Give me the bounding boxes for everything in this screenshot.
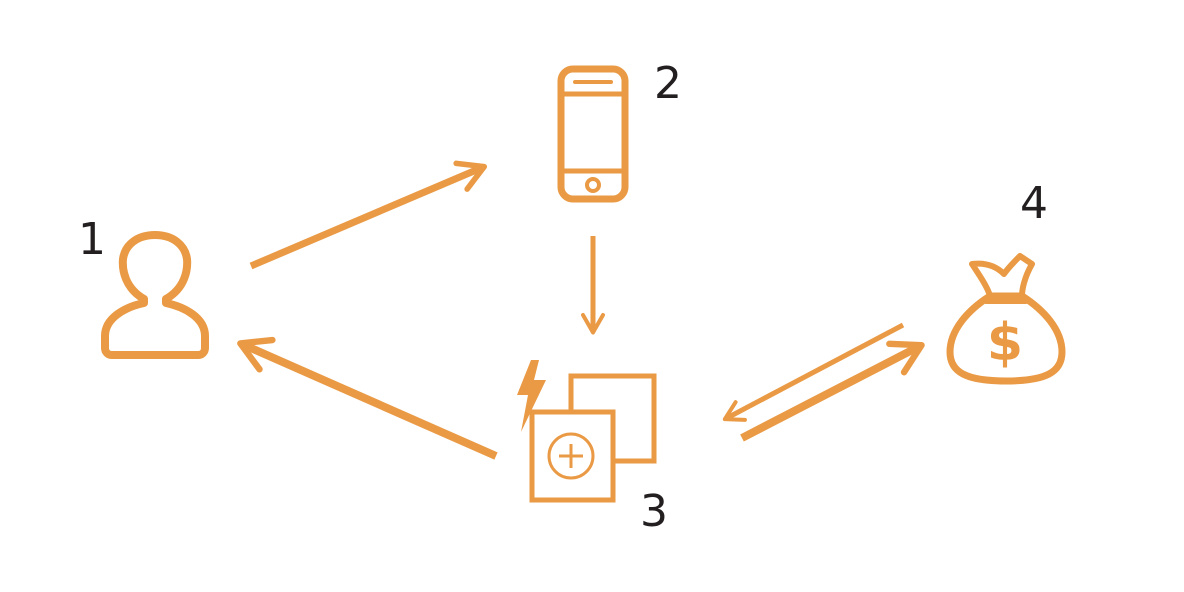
smartphone-icon bbox=[557, 65, 629, 203]
money-bag-icon: $ bbox=[946, 253, 1066, 385]
app-cards-icon bbox=[517, 360, 657, 503]
user-icon bbox=[101, 231, 209, 359]
node-number-1: 1 bbox=[78, 214, 106, 265]
node-app: 3 bbox=[517, 360, 668, 537]
node-phone: 2 bbox=[557, 58, 682, 203]
edges bbox=[237, 160, 925, 460]
arrow-4-to-3 bbox=[722, 322, 905, 422]
node-user: 1 bbox=[78, 214, 209, 359]
lightning-icon bbox=[517, 360, 546, 432]
arrow-3-to-1 bbox=[237, 336, 498, 460]
node-number-2: 2 bbox=[654, 58, 682, 109]
arrow-1-to-2 bbox=[249, 160, 488, 270]
node-money: $ 4 bbox=[946, 178, 1066, 385]
dollar-sign: $ bbox=[987, 313, 1023, 373]
node-number-3: 3 bbox=[640, 486, 668, 537]
node-number-4: 4 bbox=[1020, 178, 1048, 229]
arrow-3-to-4 bbox=[740, 340, 925, 442]
